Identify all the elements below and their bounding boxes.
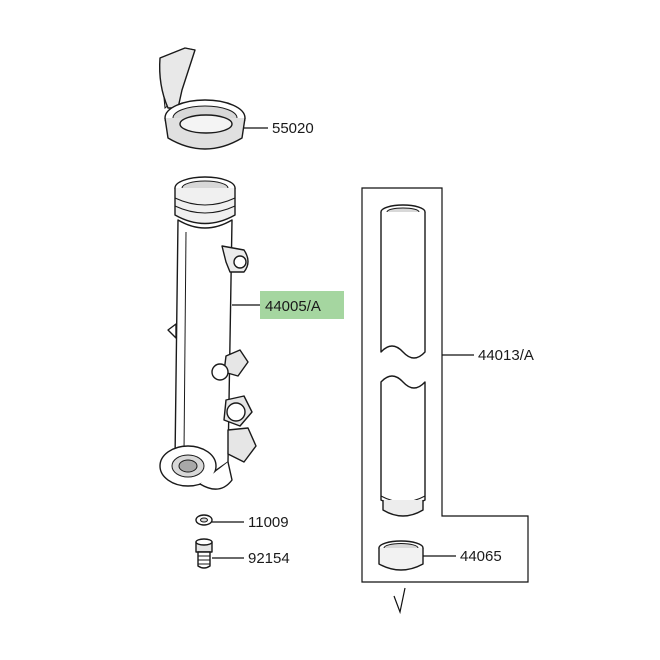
assembly-bracket [361, 187, 529, 583]
part-number-11009[interactable]: 11009 [248, 514, 289, 531]
part-number-44005a[interactable]: 44005/A [265, 298, 321, 315]
bolt-drawing [195, 538, 213, 569]
fork-protector-drawing [158, 47, 246, 150]
bushing-drawing [378, 540, 424, 571]
part-number-44013a[interactable]: 44013/A [478, 347, 534, 364]
part-number-44065[interactable]: 44065 [460, 548, 502, 565]
part-number-highlight [260, 291, 344, 319]
direction-arrow-icon [393, 587, 406, 615]
part-number-55020[interactable]: 55020 [272, 120, 314, 137]
part-number-92154[interactable]: 92154 [248, 550, 290, 567]
washer-drawing [195, 514, 213, 526]
fork-pipe-drawing [380, 204, 426, 517]
outer-fork-tube-drawing [159, 176, 257, 490]
